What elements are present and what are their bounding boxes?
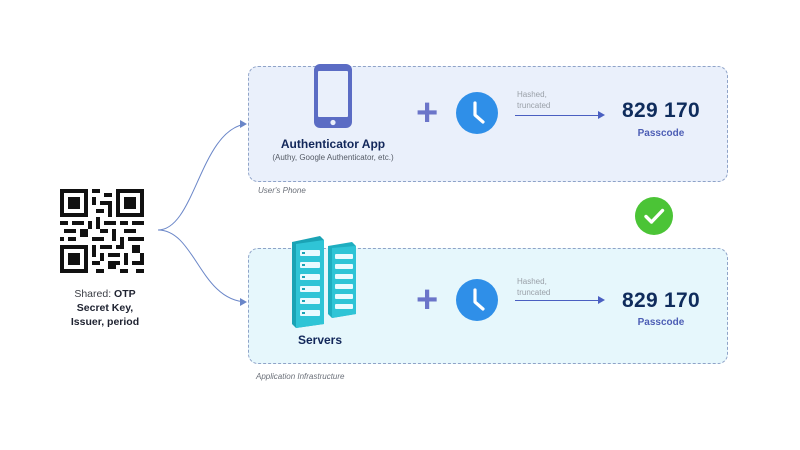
infra-caption: Application Infrastructure — [256, 372, 345, 381]
authenticator-app-title: Authenticator App — [280, 137, 386, 151]
hashed-truncated-label-infra: Hashed, truncated — [517, 276, 550, 298]
shared-prefix: Shared: — [74, 288, 115, 300]
clock-icon — [456, 92, 498, 134]
connector-arrowhead-phone — [240, 120, 247, 128]
phone-passcode: 829 170 — [621, 99, 700, 122]
server-rack-icon — [292, 236, 356, 328]
infra-passcode: 829 170 — [621, 289, 700, 312]
hash-arrow-line — [515, 115, 599, 116]
hashed-line2-infra: truncated — [517, 288, 551, 297]
hash-arrowhead — [598, 111, 605, 119]
plus-icon-infra: + — [416, 279, 439, 321]
shared-line2: Secret Key, — [76, 302, 134, 314]
hashed-line2: truncated — [517, 101, 551, 110]
authenticator-app-subtitle: (Authy, Google Authenticator, etc.) — [272, 153, 394, 162]
shared-line3: Issuer, period — [70, 316, 140, 328]
qr-code-icon — [60, 189, 144, 273]
shared-otp: OTP — [114, 288, 136, 300]
servers-title: Servers — [297, 333, 343, 347]
shared-secret-label: Shared: OTP Secret Key, Issuer, period — [50, 287, 160, 329]
users-phone-caption: User's Phone — [258, 186, 306, 195]
smartphone-icon — [314, 64, 352, 128]
hashed-truncated-label: Hashed, truncated — [517, 89, 550, 111]
infra-passcode-label: Passcode — [637, 317, 685, 328]
connector-to-phone — [157, 123, 247, 231]
connector-arrowhead-servers — [240, 298, 247, 306]
hashed-line1: Hashed, — [517, 90, 547, 99]
clock-icon-infra — [456, 279, 498, 321]
checkmark-icon — [635, 197, 673, 235]
hash-arrow-line-infra — [515, 300, 599, 301]
connector-to-servers — [157, 229, 247, 303]
plus-icon: + — [416, 92, 439, 134]
phone-passcode-label: Passcode — [637, 128, 685, 139]
hash-arrowhead-infra — [598, 296, 605, 304]
hashed-line1-infra: Hashed, — [517, 277, 547, 286]
